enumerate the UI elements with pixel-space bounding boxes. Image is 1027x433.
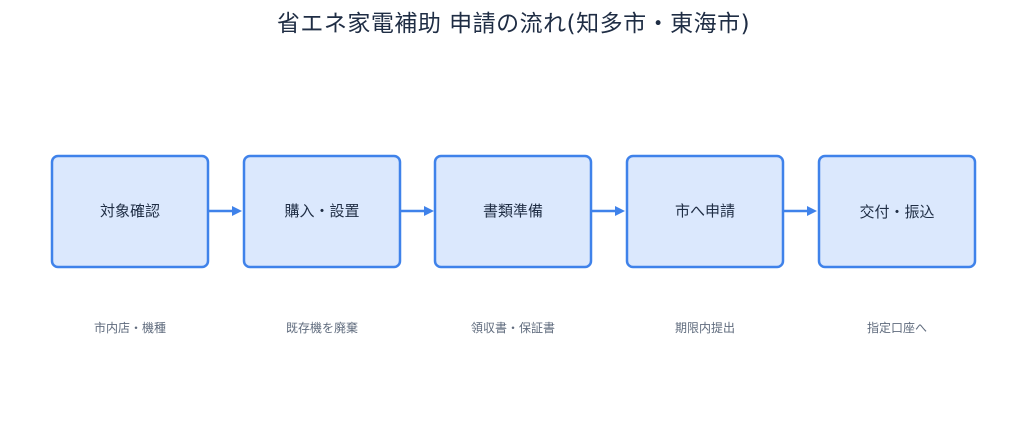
step-label-2: 購入・設置: [284, 202, 359, 220]
arrow-head-2: [424, 206, 434, 216]
arrow-head-4: [807, 206, 817, 216]
step-label-1: 対象確認: [100, 202, 160, 220]
step-note-5: 指定口座へ: [867, 320, 927, 335]
step-box-5: [817, 154, 977, 269]
step-box-3: [433, 154, 593, 269]
diagram-title: 省エネ家電補助 申請の流れ(知多市・東海市): [276, 11, 751, 37]
step-2: 購入・設置 既存機を廃棄: [242, 154, 402, 335]
arrow-1-2: [209, 206, 242, 216]
step-1: 対象確認 市内店・機種: [50, 154, 210, 335]
step-note-3: 領収書・保証書: [471, 320, 555, 335]
step-4: 市へ申請 期限内提出: [625, 154, 785, 335]
arrow-head-1: [232, 206, 242, 216]
arrow-2-3: [401, 206, 434, 216]
arrow-3-4: [592, 206, 625, 216]
step-label-4: 市へ申請: [675, 202, 735, 220]
step-5: 交付・振込 指定口座へ: [817, 154, 977, 335]
step-box-4: [625, 154, 785, 269]
step-label-3: 書類準備: [483, 202, 543, 220]
step-label-5: 交付・振込: [859, 203, 934, 221]
step-3: 書類準備 領収書・保証書: [433, 154, 593, 335]
step-box-1: [50, 154, 210, 269]
step-note-1: 市内店・機種: [94, 320, 166, 335]
step-note-4: 期限内提出: [675, 320, 735, 335]
arrow-head-3: [615, 206, 625, 216]
arrow-4-5: [784, 206, 817, 216]
step-note-2: 既存機を廃棄: [286, 320, 358, 335]
step-box-2: [242, 154, 402, 269]
